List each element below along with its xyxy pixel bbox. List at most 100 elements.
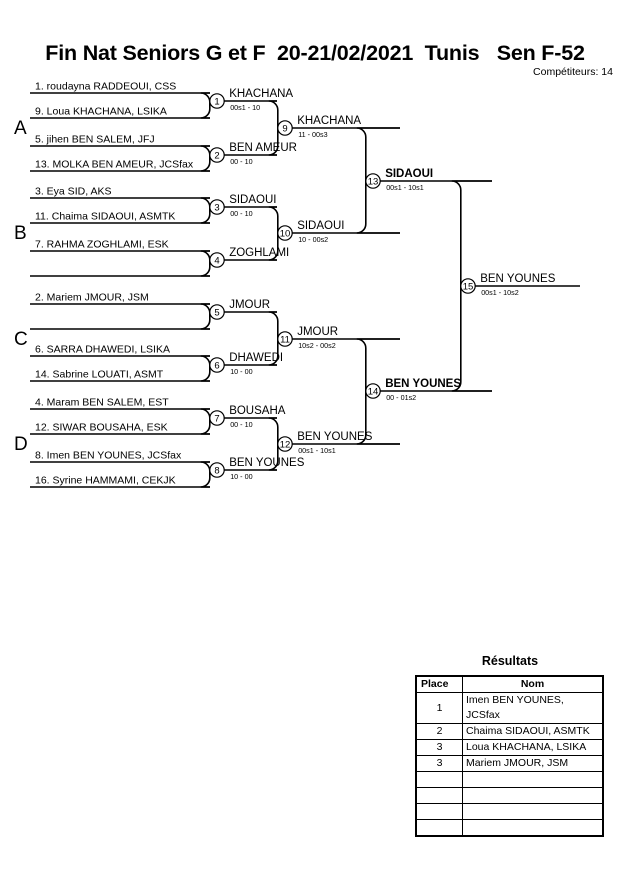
match-winner-3: SIDAOUI	[229, 194, 276, 206]
table-row	[415, 803, 604, 820]
match-winner-15: BEN YOUNES	[480, 273, 556, 285]
match-node-10[interactable]	[277, 225, 293, 241]
round1-bracket	[200, 355, 211, 382]
result-place: 3	[415, 755, 463, 772]
match-node-2[interactable]	[209, 147, 225, 163]
result-place	[415, 819, 463, 837]
match-number-4: 4	[214, 255, 219, 266]
match-winner-9: KHACHANA	[297, 115, 361, 127]
table-row	[415, 819, 604, 837]
match-winner-10: SIDAOUI	[297, 220, 344, 232]
round1-bracket	[200, 303, 211, 330]
round1-bracket	[200, 92, 211, 119]
match-winner-5: JMOUR	[229, 299, 270, 311]
match-number-7: 7	[214, 413, 219, 424]
match-number-11: 11	[280, 334, 290, 345]
match-winner-11: JMOUR	[297, 326, 338, 338]
entry-label: 8. Imen BEN YOUNES, JCSfax	[35, 450, 182, 462]
match-node-6[interactable]	[209, 357, 225, 373]
result-place: 3	[415, 739, 463, 756]
tournament-bracket: 1. roudayna RADDEOUI, CSS 9. Loua KHACHAN…	[14, 81, 580, 488]
match-score-12: 00s1 - 10s1	[298, 446, 336, 455]
competitors-count: Compétiteurs: 14	[533, 66, 613, 78]
section-label-B: B	[14, 223, 27, 244]
match-number-14: 14	[368, 386, 379, 397]
entry-label: 1. roudayna RADDEOUI, CSS	[35, 81, 176, 93]
entry-label: 12. SIWAR BOUSAHA, ESK	[35, 422, 168, 434]
entry-label: 4. Maram BEN SALEM, EST	[35, 397, 169, 409]
match-winner-4: ZOGHLAMI	[229, 247, 289, 259]
match-winner-1: KHACHANA	[229, 88, 293, 100]
round1-bracket	[200, 197, 211, 224]
match-number-6: 6	[214, 360, 219, 371]
match-winner-6: DHAWEDI	[229, 352, 283, 364]
result-name	[462, 771, 604, 788]
match-number-10: 10	[280, 228, 291, 239]
match-node-7[interactable]	[209, 410, 225, 426]
match-winner-7: BOUSAHA	[229, 405, 286, 417]
match-node-15[interactable]	[460, 278, 476, 294]
match-number-9: 9	[282, 123, 287, 134]
result-place: 2	[415, 723, 463, 740]
round1-bracket	[200, 145, 211, 172]
result-place	[415, 787, 463, 804]
match-score-11: 10s2 - 00s2	[298, 341, 336, 350]
match-number-8: 8	[214, 465, 219, 476]
results-title: Résultats	[481, 654, 539, 668]
match-number-2: 2	[214, 150, 219, 161]
entry-label: 6. SARRA DHAWEDI, LSIKA	[35, 344, 170, 356]
round1-bracket	[200, 461, 211, 488]
match-score-6: 10 - 00	[230, 367, 252, 376]
match-number-1: 1	[214, 96, 219, 107]
match-score-8: 10 - 00	[230, 472, 252, 481]
match-winner-2: BEN AMEUR	[229, 142, 297, 154]
match-winner-14: BEN YOUNES	[385, 378, 461, 390]
result-name: Chaima SIDAOUI, ASMTK	[462, 723, 604, 740]
result-name: Imen BEN YOUNES, JCSfax	[462, 692, 604, 724]
entry-label: 5. jihen BEN SALEM, JFJ	[35, 134, 155, 146]
match-number-5: 5	[214, 307, 219, 318]
match-score-15: 00s1 - 10s2	[481, 288, 519, 297]
section-label-C: C	[14, 329, 28, 350]
results-col-name: Nom	[462, 675, 604, 693]
match-node-8[interactable]	[209, 462, 225, 478]
entry-label: 3. Eya SID, AKS	[35, 186, 111, 198]
match-node-4[interactable]	[209, 252, 225, 268]
result-place	[415, 771, 463, 788]
entry-label: 14. Sabrine LOUATI, ASMT	[35, 369, 164, 381]
entry-label: 13. MOLKA BEN AMEUR, JCSfax	[35, 159, 194, 171]
match-node-12[interactable]	[277, 436, 293, 452]
match-node-13[interactable]	[365, 173, 381, 189]
match-score-13: 00s1 - 10s1	[386, 183, 424, 192]
round1-bracket	[200, 408, 211, 435]
page-title: Fin Nat Seniors G et F 20-21/02/2021 Tun…	[45, 41, 585, 65]
match-score-9: 11 - 00s3	[298, 130, 327, 139]
result-name: Mariem JMOUR, JSM	[462, 755, 604, 772]
match-winner-13: SIDAOUI	[385, 168, 433, 180]
entry-label: 11. Chaima SIDAOUI, ASMTK	[35, 211, 175, 223]
match-number-13: 13	[368, 176, 379, 187]
result-place	[415, 803, 463, 820]
round1-bracket	[200, 250, 211, 277]
match-number-15: 15	[463, 281, 474, 292]
match-node-14[interactable]	[365, 383, 381, 399]
match-node-5[interactable]	[209, 304, 225, 320]
match-winner-8: BEN YOUNES	[229, 457, 305, 469]
match-node-1[interactable]	[209, 93, 225, 109]
section-label-A: A	[14, 118, 27, 139]
match-node-3[interactable]	[209, 199, 225, 215]
entry-label: 9. Loua KHACHANA, LSIKA	[35, 106, 167, 118]
match-score-2: 00 - 10	[230, 157, 252, 166]
match-node-11[interactable]	[277, 331, 293, 347]
table-row	[415, 787, 604, 804]
table-row	[415, 771, 604, 788]
result-name	[462, 819, 604, 837]
results-header-row: Place Nom	[415, 675, 604, 693]
result-name	[462, 803, 604, 820]
match-node-9[interactable]	[277, 120, 293, 136]
